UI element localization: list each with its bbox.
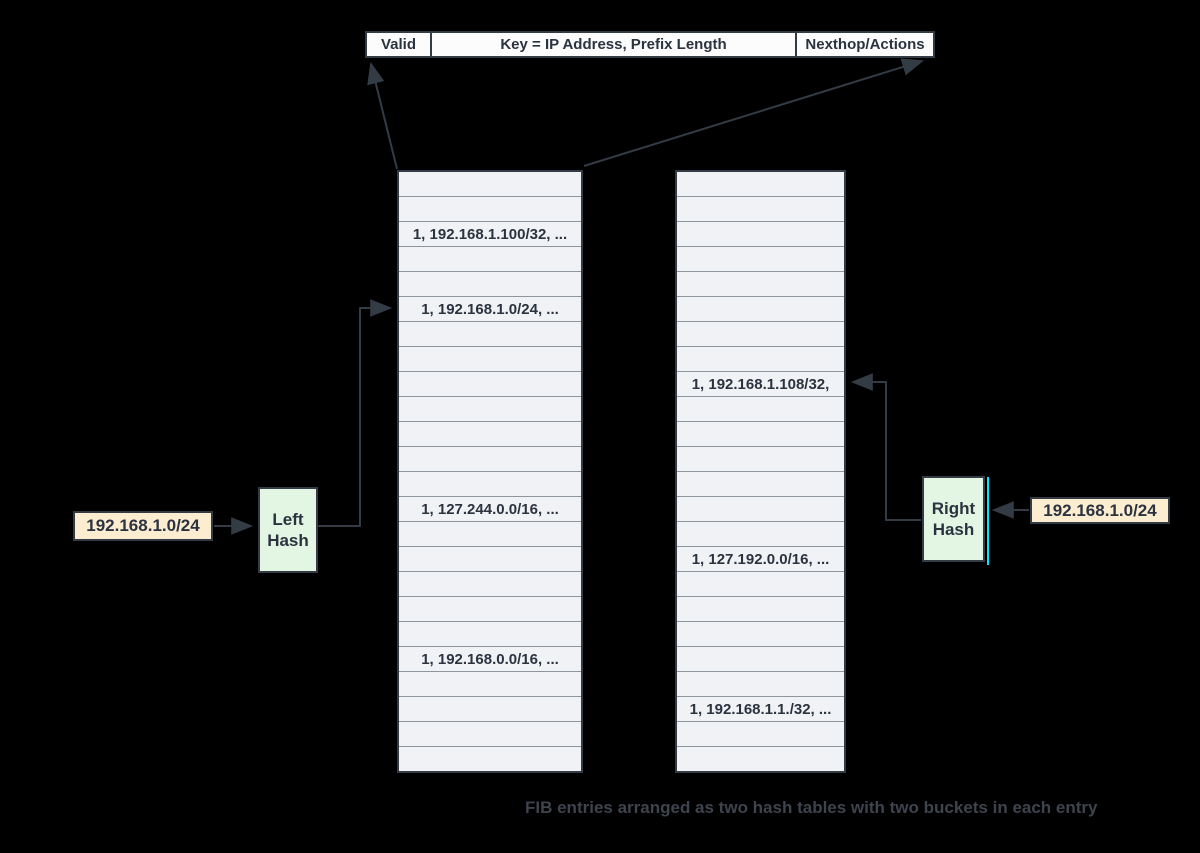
hash-bucket-row	[677, 622, 844, 647]
hash-bucket-row	[399, 447, 581, 472]
hash-bucket-row	[677, 572, 844, 597]
arrow-table-to-valid-icon	[367, 61, 398, 170]
hash-bucket-row	[399, 247, 581, 272]
fib-entry: 1, 192.168.1.0/24, ...	[421, 300, 559, 318]
hash-bucket-row	[399, 422, 581, 447]
hash-bucket-row	[677, 297, 844, 322]
fib-entry: 1, 192.168.1.1./32, ...	[689, 700, 832, 718]
hash-bucket-row	[399, 697, 581, 722]
hash-bucket-row	[399, 272, 581, 297]
arrow-right-hash-to-bucket-icon	[850, 373, 921, 521]
fib-entry: 1, 127.244.0.0/16, ...	[421, 500, 559, 518]
hash-bucket-row	[677, 172, 844, 197]
hash-bucket-row	[399, 547, 581, 572]
hash-bucket-row	[399, 397, 581, 422]
hash-bucket-row	[399, 672, 581, 697]
hash-bucket-row	[399, 322, 581, 347]
hash-bucket-row	[399, 747, 581, 771]
right-input-key-box: 192.168.1.0/24	[1030, 497, 1170, 524]
fib-entry: 1, 192.168.1.100/32, ...	[412, 225, 568, 243]
hash-bucket-row: 1, 127.192.0.0/16, ...	[677, 547, 844, 572]
hash-bucket-row	[677, 247, 844, 272]
hash-bucket-row: 1, 127.244.0.0/16, ...	[399, 497, 581, 522]
hash-bucket-row	[399, 597, 581, 622]
hash-bucket-row	[677, 497, 844, 522]
hash-bucket-row	[677, 472, 844, 497]
header-cell-key: Key = IP Address, Prefix Length	[430, 33, 795, 56]
hash-bucket-row	[399, 372, 581, 397]
hash-bucket-row: 1, 192.168.1.1./32, ...	[677, 697, 844, 722]
hash-bucket-row	[677, 672, 844, 697]
hash-bucket-row	[677, 422, 844, 447]
hash-bucket-row	[677, 272, 844, 297]
hash-bucket-row	[399, 197, 581, 222]
hash-bucket-row: 1, 192.168.0.0/16, ...	[399, 647, 581, 672]
hash-bucket-row	[677, 197, 844, 222]
left-hash-box: Left Hash	[258, 487, 318, 573]
hash-bucket-row	[677, 347, 844, 372]
hash-bucket-row	[677, 597, 844, 622]
entry-format-header: Valid Key = IP Address, Prefix Length Ne…	[365, 31, 935, 58]
arrow-left-hash-to-bucket-icon	[318, 299, 393, 527]
hash-bucket-row: 1, 192.168.1.100/32, ...	[399, 222, 581, 247]
header-cell-valid: Valid	[367, 33, 430, 56]
hash-bucket-row	[677, 397, 844, 422]
hash-bucket-row	[399, 622, 581, 647]
hash-bucket-row	[399, 347, 581, 372]
hash-bucket-row	[677, 747, 844, 771]
hash-bucket-row	[677, 647, 844, 672]
hash-bucket-row	[399, 172, 581, 197]
hash-bucket-row	[677, 322, 844, 347]
left-input-key-box: 192.168.1.0/24	[73, 511, 213, 541]
hash-bucket-row	[677, 722, 844, 747]
hash-bucket-row	[677, 522, 844, 547]
fib-entry: 1, 192.168.1.108/32,	[691, 375, 830, 393]
hash-bucket-row	[399, 472, 581, 497]
hash-bucket-row: 1, 192.168.1.0/24, ...	[399, 297, 581, 322]
cyan-accent-line	[987, 477, 989, 565]
hash-bucket-row	[399, 522, 581, 547]
figure-caption: FIB entries arranged as two hash tables …	[525, 798, 1098, 817]
arrow-table-to-nexthop-icon	[583, 58, 925, 167]
fib-entry: 1, 192.168.0.0/16, ...	[421, 650, 559, 668]
right-hash-table: 1, 192.168.1.108/32, 1, 127.192.0.0/16, .…	[675, 170, 846, 773]
hash-bucket-row	[677, 222, 844, 247]
hash-bucket-row	[677, 447, 844, 472]
hash-bucket-row	[399, 572, 581, 597]
hash-bucket-row	[399, 722, 581, 747]
hash-bucket-row: 1, 192.168.1.108/32,	[677, 372, 844, 397]
left-hash-table: 1, 192.168.1.100/32, ... 1, 192.168.1.0/2…	[397, 170, 583, 773]
header-cell-nexthop: Nexthop/Actions	[795, 33, 933, 56]
right-hash-box: Right Hash	[922, 476, 985, 562]
fib-entry: 1, 127.192.0.0/16, ...	[691, 550, 830, 568]
